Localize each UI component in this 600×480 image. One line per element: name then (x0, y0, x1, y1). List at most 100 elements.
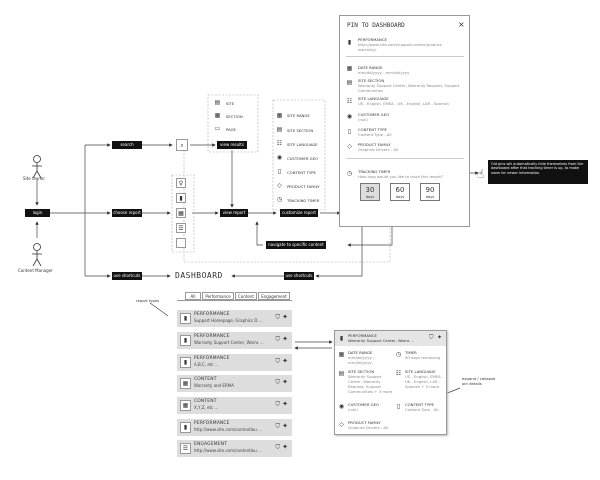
filter-icon[interactable]: ⛉ (275, 336, 280, 343)
row-title: PERFORMANCE (194, 421, 230, 426)
field-label: CUSTOMER GEO (358, 112, 389, 117)
field-value: 90 days remaining (405, 355, 441, 360)
filter-icon[interactable]: ⛉ (275, 444, 280, 451)
option-customer-geo[interactable]: CUSTOMER GEO (287, 156, 318, 161)
bar-chart-icon: ▮ (339, 335, 344, 342)
row-title: ENGAGEMENT (194, 442, 228, 447)
calendar-icon: ▦ (338, 351, 345, 358)
pin-icon[interactable]: ✦ (282, 335, 288, 343)
bar-chart-icon[interactable]: ▮ (176, 193, 186, 203)
field-label: CUSTOMER GEO (348, 402, 379, 407)
table-icon[interactable]: ▦ (176, 208, 186, 218)
row-title: PERFORMANCE (194, 334, 230, 339)
field-label: CONTENT TYPE (358, 127, 387, 132)
pin-icon[interactable]: ✦ (437, 334, 443, 341)
dialog-report-title: PERFORMANCE (358, 37, 387, 42)
field-value: (null) (358, 117, 368, 122)
expanded-header[interactable]: ▮ PERFORMANCE Warranty Support Center, W… (335, 331, 446, 346)
field-value: Warranty Support Center, Warranty Reques… (348, 374, 393, 394)
search-icon[interactable]: ⌕ (176, 139, 188, 151)
tag-icon: ◇ (339, 421, 344, 428)
pin-icon[interactable]: ✦ (282, 400, 288, 408)
timer-number: 90 (425, 186, 435, 194)
option-site-language[interactable]: SITE LANGUAGE (287, 142, 318, 147)
tab-engagement[interactable]: Engagement (258, 292, 290, 300)
field-label: PRODUCT FAMILY (358, 142, 391, 147)
result-section[interactable]: SECTION (226, 114, 243, 119)
option-site-range[interactable]: SITE RANGE (287, 113, 310, 118)
stick-figure-icon (32, 155, 42, 179)
content-manager-actor (30, 243, 44, 267)
timer-unit: days (395, 195, 405, 199)
row-title: PERFORMANCE (194, 312, 230, 317)
bulb-icon[interactable]: ♀ (176, 178, 186, 188)
use-shortcuts-button[interactable]: use shortcuts (112, 272, 142, 280)
timer-unit: days (425, 195, 435, 199)
filter-icon[interactable]: ⛉ (275, 358, 280, 365)
result-site[interactable]: SITE (226, 101, 235, 106)
option-site-section[interactable]: SITE SECTION (287, 128, 314, 133)
navigate-content-button[interactable]: navigate to specific content (266, 241, 326, 249)
timer-icon: ◷ (395, 351, 402, 358)
section-icon: ▤ (338, 370, 345, 377)
row-subtitle: A,B,C, etc ... (194, 362, 219, 367)
login-button[interactable]: login (25, 209, 50, 217)
tab-performance[interactable]: Performance (202, 292, 234, 300)
chat-icon: ☷ (395, 370, 402, 377)
view-results-button[interactable]: view results (217, 141, 247, 149)
result-page[interactable]: PAGE (226, 127, 236, 132)
blank-report-icon[interactable] (176, 238, 186, 248)
field-label: DATE RANGE (358, 65, 383, 70)
pointer-hand-icon: ☝ (477, 167, 485, 181)
pin-icon[interactable]: ✦ (282, 443, 288, 451)
option-tracking-timer[interactable]: TRACKING TIMER (287, 198, 320, 203)
tab-all[interactable]: All (185, 292, 201, 300)
use-shortcuts-button-2[interactable]: use shortcuts (284, 272, 314, 280)
list-icon[interactable]: ☰ (176, 223, 186, 233)
filter-icon[interactable]: ⛉ (275, 314, 280, 321)
filter-icon[interactable]: ⛉ (275, 423, 280, 430)
field-label: SITE LANGUAGE (405, 369, 436, 374)
report-types-note: report types (136, 298, 160, 303)
close-icon[interactable]: × (458, 20, 465, 29)
option-content-type[interactable]: CONTENT TYPE (287, 170, 316, 175)
pin-icon[interactable]: ✦ (282, 422, 288, 430)
pin-icon[interactable]: ✦ (282, 357, 288, 365)
choose-report-button[interactable]: choose report (112, 209, 142, 217)
expand-collapse-note: expand / collapse pin details (462, 376, 496, 386)
divider (346, 56, 464, 57)
view-report-button[interactable]: view report (220, 209, 248, 217)
bar-chart-icon: ▮ (180, 313, 191, 324)
field-label: DATE RANGE (348, 350, 373, 355)
pin-icon[interactable]: ✦ (282, 313, 288, 321)
filter-icon[interactable]: ⛉ (275, 379, 280, 386)
tab-content[interactable]: Content (235, 292, 257, 300)
document-icon: ▯ (347, 128, 352, 135)
field-value: (null) (348, 407, 358, 412)
customize-report-button[interactable]: customize report (280, 209, 318, 217)
field-value: Warranty Support Center, Warranty Reques… (358, 83, 460, 93)
filter-icon[interactable]: ⛉ (429, 334, 434, 341)
field-label: SITE LANGUAGE (358, 96, 389, 101)
stick-figure-icon (32, 243, 42, 267)
search-button[interactable]: search (112, 141, 142, 149)
calendar-icon: ▦ (276, 112, 283, 119)
field-value: Graphics Drivers - All (358, 147, 399, 152)
document-icon: ▯ (396, 403, 401, 410)
document-icon: ▯ (277, 168, 282, 175)
option-product-family[interactable]: PRODUCT FAMILY (287, 184, 320, 189)
row-subtitle: X,Y,Z, etc ... (194, 405, 219, 410)
section-icon: ▤ (346, 79, 353, 86)
pin-icon[interactable]: ✦ (282, 378, 288, 386)
filter-icon[interactable]: ⛉ (275, 401, 280, 408)
